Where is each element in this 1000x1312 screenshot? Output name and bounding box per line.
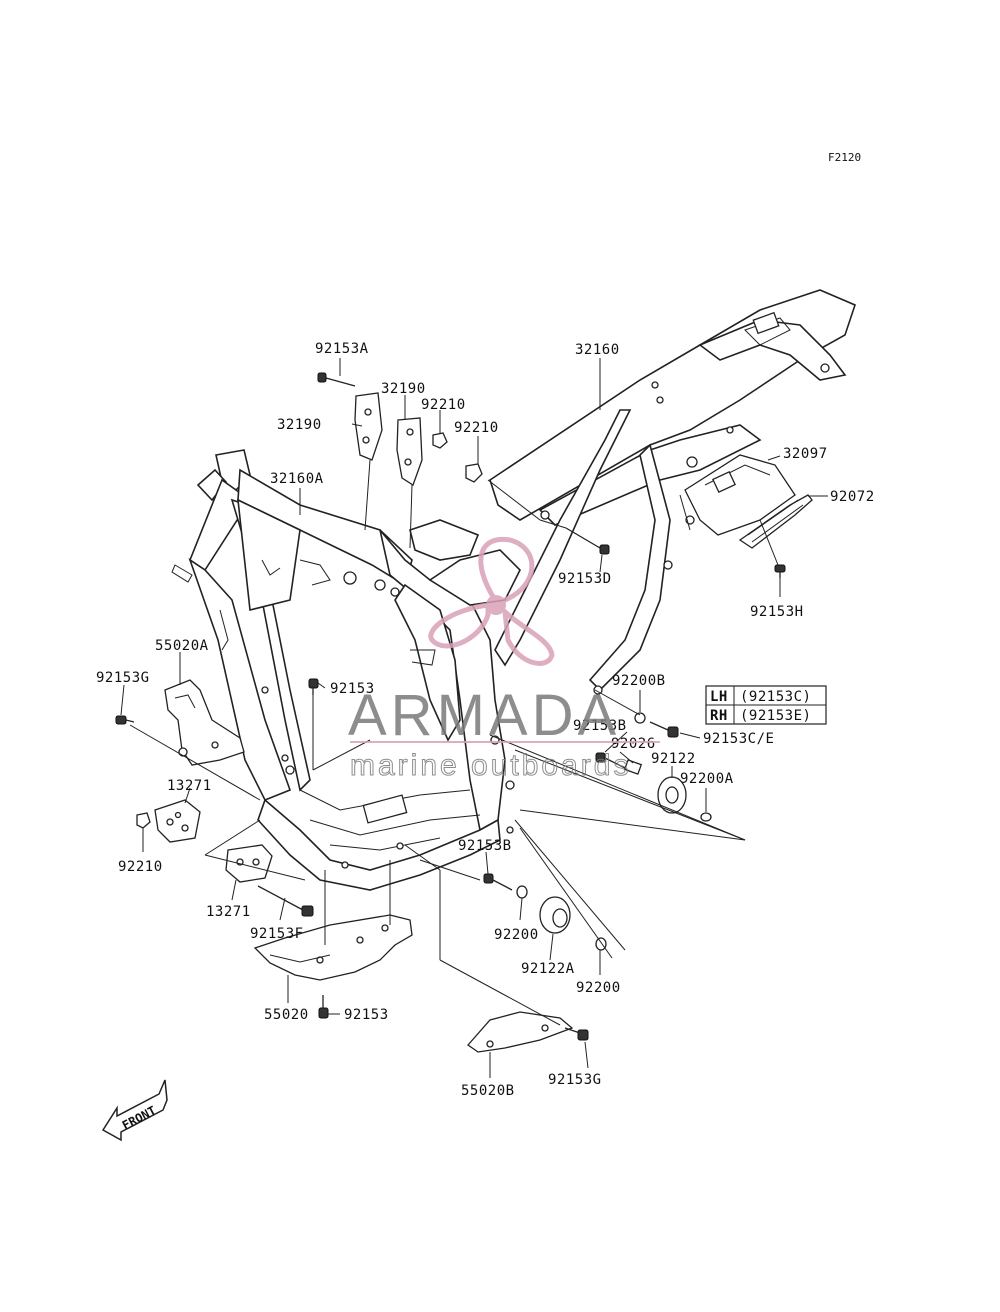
- nut-92210-middle: [465, 463, 483, 483]
- label-92122: 92122: [651, 751, 696, 767]
- rear-subframe-32160: [489, 289, 856, 695]
- label-92210-upper: 92210: [421, 397, 466, 413]
- washer-92200-a: [516, 885, 528, 899]
- label-92072: 92072: [830, 489, 875, 505]
- label-55020B: 55020B: [461, 1083, 515, 1099]
- main-frame-32160A: [171, 449, 521, 891]
- table-row-lh-side: LH: [710, 689, 728, 705]
- bolt-92153A: [317, 372, 356, 387]
- spacer-92026: [623, 759, 643, 775]
- front-direction-arrow: FRONT: [101, 1079, 168, 1142]
- washer-92200-b: [595, 937, 607, 951]
- watermark-tagline: marine outboards: [350, 749, 631, 782]
- bolt-92153H: [774, 564, 786, 578]
- nut-92210-upper: [432, 432, 448, 449]
- label-55020A: 55020A: [155, 638, 209, 654]
- guard-55020B: [467, 1011, 574, 1053]
- label-32097: 32097: [783, 446, 828, 462]
- label-32160A: 32160A: [270, 471, 324, 487]
- diagram-reference-code: F2120: [828, 151, 861, 164]
- label-92026: 92026: [611, 736, 656, 752]
- label-92200B: 92200B: [612, 673, 666, 689]
- label-92153-center: 92153: [330, 681, 375, 697]
- bracket-13271-upper: [154, 799, 201, 843]
- label-92200-b: 92200: [576, 980, 621, 996]
- bolt-92153CE: [649, 721, 679, 738]
- label-55020: 55020: [264, 1007, 309, 1023]
- bracket-32190-left: [354, 392, 383, 461]
- leader-lines: [120, 358, 828, 1078]
- part-labels: 92153A 32190 92210 32190 92210 32160 321…: [96, 341, 875, 1099]
- label-32190-upper: 32190: [381, 381, 426, 397]
- bolt-92153D: [565, 527, 610, 555]
- armada-watermark: ARMADA marine outboards: [348, 536, 660, 783]
- watermark-brand: ARMADA: [348, 683, 620, 748]
- table-row-rh-part: (92153E): [740, 708, 811, 724]
- bolt-92153-center: [308, 678, 319, 695]
- label-92210-lower: 92210: [118, 859, 163, 875]
- bolt-92153-lower: [318, 995, 329, 1019]
- bracket-32190-right: [396, 417, 423, 486]
- battery-case-32097: [684, 454, 796, 536]
- collar-92122A: [539, 896, 571, 934]
- collar-92122: [657, 776, 687, 814]
- bracket-13271-lower: [225, 844, 273, 883]
- label-92153A: 92153A: [315, 341, 369, 357]
- skid-plate-55020: [253, 914, 413, 981]
- bolt-92153B-upper: [595, 752, 626, 769]
- label-92122A: 92122A: [521, 961, 575, 977]
- label-13271-upper: 13271: [167, 778, 212, 794]
- label-92153H: 92153H: [750, 604, 804, 620]
- label-92153D: 92153D: [558, 571, 612, 587]
- label-13271-lower: 13271: [206, 904, 251, 920]
- label-92153B-lower: 92153B: [458, 838, 512, 854]
- label-92153CE: 92153C/E: [703, 731, 774, 747]
- label-92200A: 92200A: [680, 771, 734, 787]
- propeller-logo: [428, 536, 555, 666]
- label-92153G-lower: 92153G: [548, 1072, 602, 1088]
- label-32190-left: 32190: [277, 417, 322, 433]
- side-variant-table: LH (92153C) RH (92153E): [705, 685, 827, 725]
- bolt-92153B-lower: [483, 873, 513, 891]
- battery-strap-92072: [738, 494, 813, 549]
- bolt-92153G-left: [115, 715, 135, 725]
- table-row-rh-side: RH: [710, 708, 728, 724]
- bolt-92153G-lower: [564, 1027, 589, 1041]
- label-92200-a: 92200: [494, 927, 539, 943]
- table-row-lh-part: (92153C): [740, 689, 811, 705]
- nut-92210-lower: [136, 812, 151, 829]
- label-92153-lower: 92153: [344, 1007, 389, 1023]
- label-92210-middle: 92210: [454, 420, 499, 436]
- label-92153G-left: 92153G: [96, 670, 150, 686]
- label-92153F: 92153F: [250, 926, 304, 942]
- label-32160: 32160: [575, 342, 620, 358]
- label-92153B-upper: 92153B: [573, 718, 627, 734]
- washer-92200B: [634, 712, 646, 724]
- washer-92200A: [700, 812, 712, 822]
- bolt-92153F: [257, 885, 314, 917]
